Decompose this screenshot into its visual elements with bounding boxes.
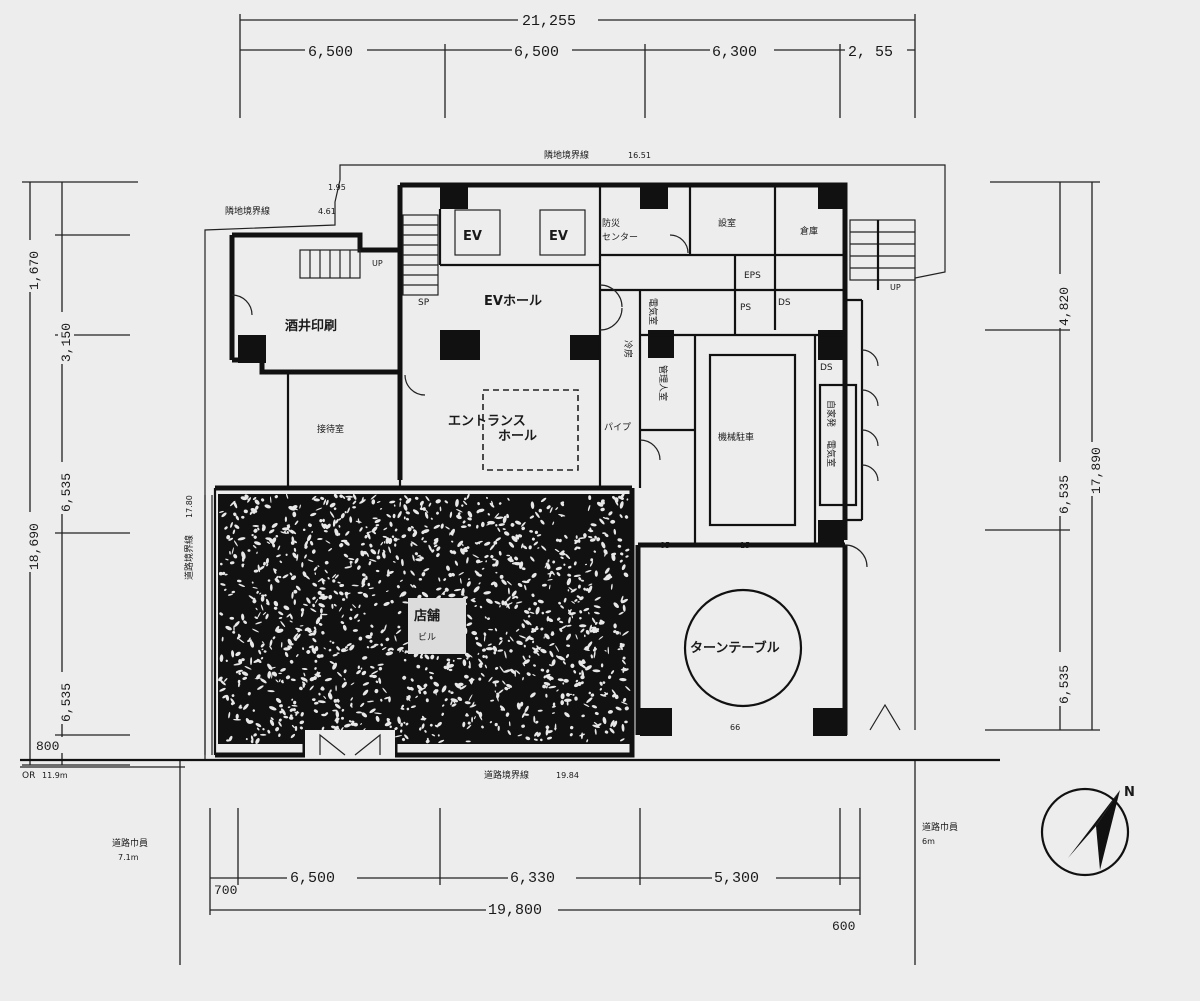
south-boundary-label: 道路境界線 (484, 769, 529, 781)
left-dim-5: 800 (36, 739, 59, 754)
corner-label: OR (22, 771, 35, 781)
ev-1-label: EV (463, 229, 482, 244)
top-total-dim: 21,255 (522, 13, 576, 30)
sakai-note: SP (418, 298, 430, 308)
road-east-width: 6m (922, 837, 935, 846)
road-west-label: 道路巾員 (112, 837, 148, 849)
boiler-label-2: センター (602, 232, 638, 243)
right-dimension-group: 4,820 6,535 17,890 6,535 (985, 181, 1104, 731)
right-dim-2: 6,535 (1057, 475, 1072, 514)
entrance-hall-label-1: エントランス (448, 414, 526, 429)
left-dim-4: 6,535 (59, 683, 74, 722)
pipe-label: パイプ (604, 422, 631, 433)
bottom-left-offset: 700 (214, 883, 237, 898)
kikai-label: 機械駐車 (718, 431, 754, 443)
site-boundary (20, 164, 1000, 768)
left-total-dim: 18,690 (27, 523, 42, 570)
top-dim-2: 6,500 (514, 44, 559, 61)
mark-66: 66 (730, 723, 740, 732)
turntable-circle (683, 588, 803, 708)
right-dim-1: 4,820 (1057, 287, 1072, 326)
north-label: N (1124, 785, 1135, 800)
stair-east (849, 219, 916, 290)
ev-2-label: EV (549, 229, 568, 244)
kanrinin-label: 管理人室 (657, 365, 669, 401)
small-dim-a: 1.95 (328, 183, 346, 192)
ps-label: PS (740, 303, 751, 313)
entrance-hall-label-2: ホール (498, 429, 537, 444)
parking-label-2: ビル (418, 632, 436, 643)
north-arrow-icon: N (1040, 785, 1135, 877)
bottom-dimension-group: 6,500 6,330 5,300 19,800 700 600 (179, 760, 916, 965)
north-boundary-value: 16.51 (628, 151, 651, 160)
left-dim-2: 3,150 (59, 323, 74, 362)
north-boundary-label: 隣地境界線 (544, 149, 589, 161)
settaishitsu-label: 接待室 (317, 423, 344, 435)
top-dim-1: 6,500 (308, 44, 353, 61)
interior-partitions (398, 185, 858, 545)
right-total-dim: 17,890 (1089, 447, 1104, 494)
ds-label: DS (778, 298, 791, 308)
left-dim-3: 6,535 (59, 473, 74, 512)
turntable-label: ターンテーブル (690, 640, 780, 656)
northwest-boundary-value: 4.61 (318, 207, 336, 216)
mark-up: UP (372, 259, 383, 268)
corner-value: 11.9m (42, 771, 68, 780)
parking-label: 店舗 (414, 608, 440, 624)
right-dim-3: 6,535 (1057, 665, 1072, 704)
top-dim-4: 2, 55 (848, 44, 893, 61)
jibika-label: 自家発 (825, 400, 837, 427)
south-boundary-value: 19.84 (556, 771, 579, 780)
top-dimension-group: 21,255 6,500 6,500 6,300 2, 55 (239, 8, 916, 118)
west-boundary-value: 17.80 (185, 495, 194, 518)
bottom-dim-1: 6,500 (290, 870, 335, 887)
ds2-label: DS (820, 363, 833, 373)
stair-west (402, 214, 439, 296)
northwest-boundary-label: 隣地境界線 (225, 205, 270, 217)
road-east-label: 道路巾員 (922, 821, 958, 833)
eps-label: EPS (744, 271, 761, 281)
west-boundary-label: 道路境界線 (183, 535, 195, 580)
kishitsu-label: 設室 (718, 217, 736, 229)
mark-85: 85 (660, 541, 670, 550)
denki-label: 電気室 (647, 298, 659, 325)
mark-up-2: UP (890, 283, 901, 292)
mark-15: 15 (740, 541, 750, 550)
left-dim-1: 1,670 (27, 251, 42, 290)
bottom-dim-2: 6,330 (510, 870, 555, 887)
jibika-label-2: 電気室 (825, 440, 837, 467)
ev-hall-label: EVホール (484, 294, 542, 309)
stair-northwest (299, 249, 361, 279)
bottom-dim-3: 5,300 (714, 870, 759, 887)
parking-texture (218, 493, 631, 745)
soko-label: 倉庫 (800, 225, 818, 237)
boiler-label: 防災 (602, 217, 620, 229)
left-dimension-group: 1,670 3,150 18,690 6,535 6,535 800 (22, 181, 138, 766)
road-west-width: 7.1m (118, 853, 139, 862)
bottom-total-dim: 19,800 (488, 902, 542, 919)
door-swings (231, 234, 901, 731)
reibou-label: 冷房 (622, 340, 634, 358)
bottom-right-offset: 600 (832, 919, 855, 934)
sakai-insatsu-label: 酒井印刷 (285, 318, 337, 334)
top-dim-3: 6,300 (712, 44, 757, 61)
